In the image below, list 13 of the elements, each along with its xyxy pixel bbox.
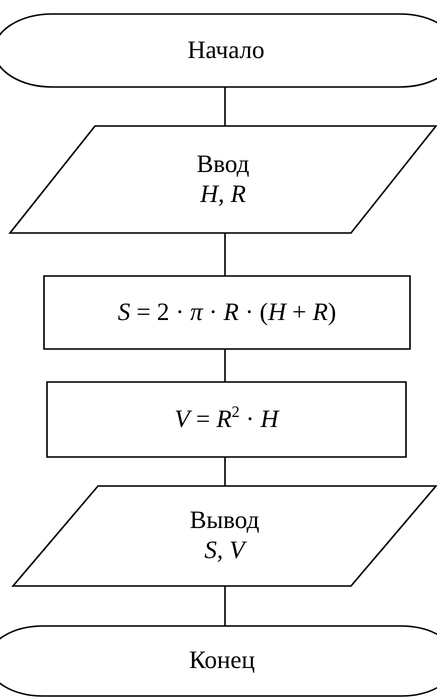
connector-line	[224, 586, 226, 626]
formula-text: S = 2 · π · R · (H + R)	[118, 298, 336, 328]
node-label: Вывод	[190, 506, 260, 536]
variable-list: H, R	[200, 180, 246, 210]
variable-list: S, V	[204, 536, 245, 566]
connector-line	[224, 457, 226, 486]
node-label: Начало	[187, 36, 264, 66]
connector-line	[224, 233, 226, 276]
connector-line	[224, 87, 226, 126]
connector-line	[224, 349, 226, 382]
node-label: Конец	[189, 646, 255, 676]
formula-text: V = R$^{2}$ · H	[174, 404, 279, 434]
node-label: Ввод	[196, 150, 250, 180]
